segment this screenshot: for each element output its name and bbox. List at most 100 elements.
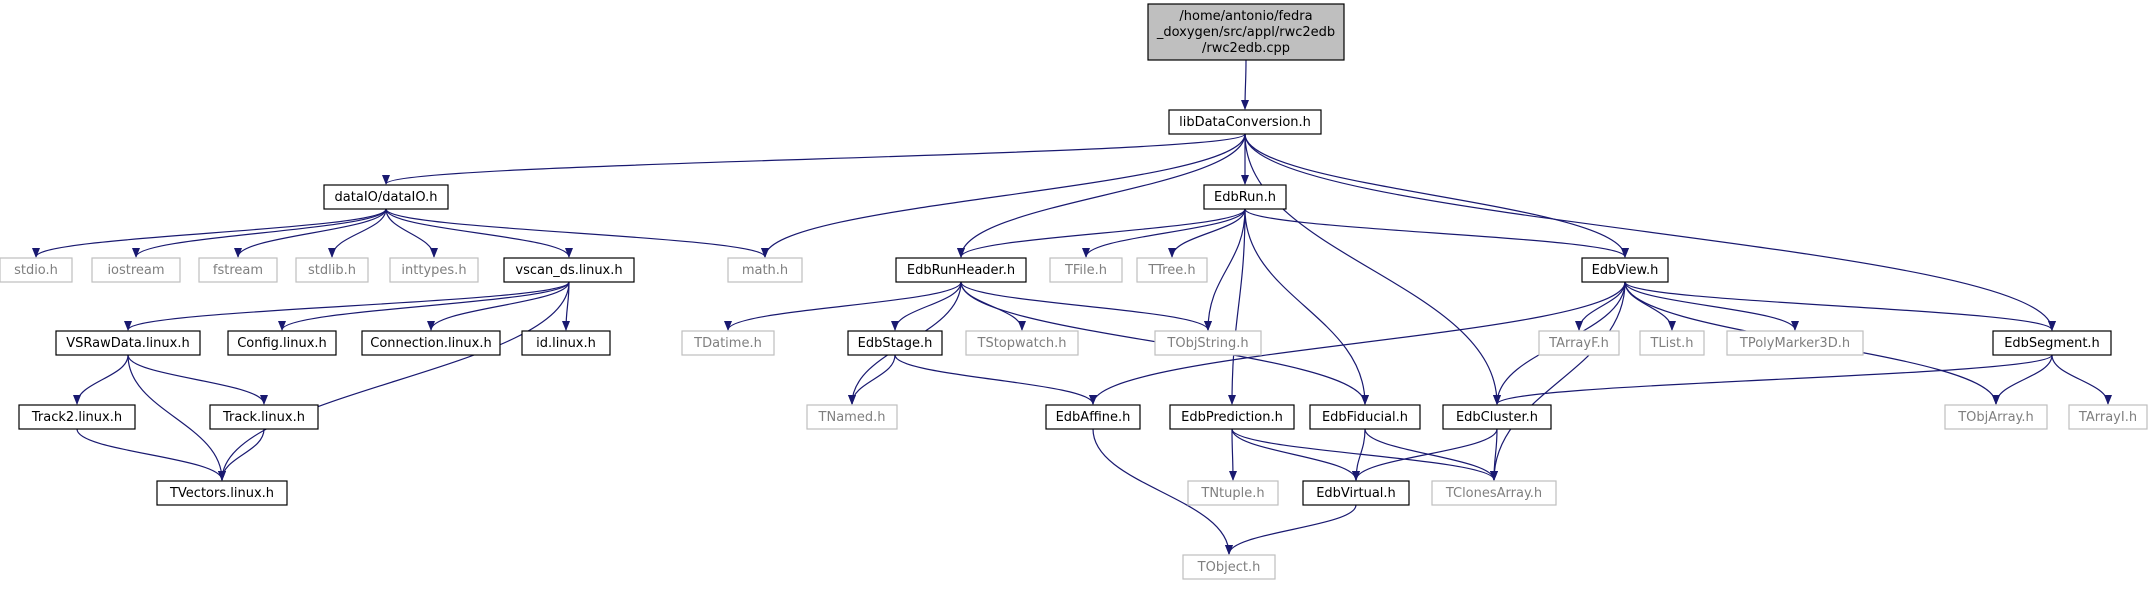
edge-edbrunheader-to-tdatime — [724, 281, 962, 331]
edge-dataio-to-stdlib — [328, 208, 387, 258]
edge-dataio-to-math — [385, 208, 769, 258]
edge-vscan-to-connection — [427, 281, 570, 331]
node-tvectors[interactable]: TVectors.linux.h — [156, 480, 288, 506]
node-idlinux[interactable]: id.linux.h — [521, 330, 611, 356]
node-box-inttypes — [389, 257, 479, 283]
node-tpolymarker: TPolyMarker3D.h — [1726, 330, 1864, 356]
node-label-tfile: TFile.h — [1064, 263, 1107, 278]
edge-vsraw-to-tvectors — [127, 354, 226, 481]
edge-edbview-to-tpolymarker — [1624, 281, 1799, 331]
node-box-track2 — [18, 404, 136, 430]
edge-dataio-to-inttypes — [385, 208, 438, 258]
node-label-track2: Track2.linux.h — [31, 410, 122, 425]
edge-edbrun-to-tfile — [1082, 208, 1246, 258]
node-track[interactable]: Track.linux.h — [209, 404, 319, 430]
node-inttypes: inttypes.h — [389, 257, 479, 283]
node-box-idlinux — [521, 330, 611, 356]
node-label-edbsegment: EdbSegment.h — [2004, 336, 2100, 351]
node-label-edbrun: EdbRun.h — [1214, 190, 1276, 205]
node-edbview[interactable]: EdbView.h — [1581, 257, 1669, 283]
node-box-dataio — [323, 184, 449, 210]
node-label-stdio: stdio.h — [14, 263, 58, 278]
node-tarrayf: TArrayF.h — [1538, 330, 1620, 356]
node-tnamed: TNamed.h — [806, 404, 898, 430]
node-edbprediction[interactable]: EdbPrediction.h — [1169, 404, 1295, 430]
edge-edbstage-to-edbaffine — [894, 354, 1097, 405]
edge-edbsegment-to-tarrayi — [2051, 354, 2112, 405]
edge-edbrun-to-edbview — [1244, 208, 1629, 258]
edge-edbprediction-to-edbvirtual — [1231, 428, 1360, 481]
node-box-math — [727, 257, 803, 283]
node-track2[interactable]: Track2.linux.h — [18, 404, 136, 430]
node-edbcluster[interactable]: EdbCluster.h — [1442, 404, 1552, 430]
node-box-edbview — [1581, 257, 1669, 283]
node-box-stdio — [0, 257, 73, 283]
node-tfile: TFile.h — [1049, 257, 1123, 283]
node-tntuple: TNtuple.h — [1187, 480, 1279, 506]
node-tobjstring: TObjString.h — [1154, 330, 1262, 356]
node-ttree: TTree.h — [1136, 257, 1208, 283]
node-label-tstopwatch: TStopwatch.h — [977, 336, 1067, 351]
node-box-edbcluster — [1442, 404, 1552, 430]
node-vsraw[interactable]: VSRawData.linux.h — [55, 330, 201, 356]
node-stdlib: stdlib.h — [295, 257, 369, 283]
node-edbaffine[interactable]: EdbAffine.h — [1045, 404, 1141, 430]
edge-edbrun-to-edbprediction — [1228, 208, 1246, 405]
edge-dataio-to-iostream — [132, 208, 387, 258]
edge-edbrun-to-ttree — [1168, 208, 1246, 258]
node-label-edbrunheader: EdbRunHeader.h — [907, 263, 1015, 278]
edge-edbview-to-edbsegment — [1624, 281, 2056, 331]
node-label-tobjarray: TObjArray.h — [1957, 410, 2034, 425]
node-tdatime: TDatime.h — [681, 330, 775, 356]
edge-track-to-tvectors — [218, 428, 265, 481]
node-iostream: iostream — [91, 257, 181, 283]
node-box-tdatime — [681, 330, 775, 356]
node-edbsegment[interactable]: EdbSegment.h — [1992, 330, 2112, 356]
node-box-connection — [361, 330, 501, 356]
node-label-idlinux: id.linux.h — [536, 336, 596, 351]
node-tarrayi: TArrayI.h — [2068, 404, 2148, 430]
node-box-tobjstring — [1154, 330, 1262, 356]
node-box-track — [209, 404, 319, 430]
node-label-tclones: TClonesArray.h — [1445, 486, 1542, 501]
node-box-iostream — [91, 257, 181, 283]
node-edbstage[interactable]: EdbStage.h — [847, 330, 943, 356]
edge-edbcluster-to-tclones — [1490, 428, 1499, 481]
node-label-tpolymarker: TPolyMarker3D.h — [1739, 336, 1850, 351]
node-vscan[interactable]: vscan_ds.linux.h — [503, 257, 635, 283]
node-libdc[interactable]: libDataConversion.h — [1168, 109, 1322, 135]
node-edbrunheader[interactable]: EdbRunHeader.h — [895, 257, 1027, 283]
node-box-edbaffine — [1045, 404, 1141, 430]
edge-edbprediction-to-tclones — [1231, 428, 1498, 481]
node-label-tvectors: TVectors.linux.h — [169, 486, 274, 501]
node-label-connection: Connection.linux.h — [370, 336, 491, 351]
node-box-tobject — [1182, 554, 1276, 580]
node-edbrun[interactable]: EdbRun.h — [1203, 184, 1287, 210]
node-label-tobject: TObject.h — [1197, 560, 1261, 575]
edge-edbaffine-to-tobject — [1092, 428, 1233, 555]
node-connection[interactable]: Connection.linux.h — [361, 330, 501, 356]
node-edbfiducial[interactable]: EdbFiducial.h — [1309, 404, 1421, 430]
edge-dataio-to-fstream — [234, 208, 387, 258]
node-label-ttree: TTree.h — [1147, 263, 1195, 278]
edge-libdc-to-edbsegment — [1244, 133, 2056, 331]
nodes-layer: /home/antonio/fedra_doxygen/src/appl/rwc… — [0, 3, 2148, 580]
edge-edbsegment-to-edbcluster — [1493, 354, 2053, 405]
node-tlist: TList.h — [1639, 330, 1705, 356]
node-label-vsraw: VSRawData.linux.h — [66, 336, 189, 351]
node-config[interactable]: Config.linux.h — [227, 330, 337, 356]
node-box-tlist — [1639, 330, 1705, 356]
node-stdio: stdio.h — [0, 257, 73, 283]
edge-edbrun-to-edbfiducial — [1244, 208, 1369, 405]
edge-libdc-to-edbcluster — [1244, 133, 1501, 405]
node-dataio[interactable]: dataIO/dataIO.h — [323, 184, 449, 210]
edge-libdc-to-dataio — [382, 133, 1246, 185]
node-root[interactable]: /home/antonio/fedra_doxygen/src/appl/rwc… — [1147, 3, 1345, 61]
node-label-edbcluster: EdbCluster.h — [1456, 410, 1538, 425]
node-tstopwatch: TStopwatch.h — [965, 330, 1079, 356]
node-edbvirtual[interactable]: EdbVirtual.h — [1302, 480, 1410, 506]
node-label-edbaffine: EdbAffine.h — [1056, 410, 1131, 425]
node-label-dataio: dataIO/dataIO.h — [335, 190, 438, 205]
node-label-tarrayf: TArrayF.h — [1548, 336, 1609, 351]
